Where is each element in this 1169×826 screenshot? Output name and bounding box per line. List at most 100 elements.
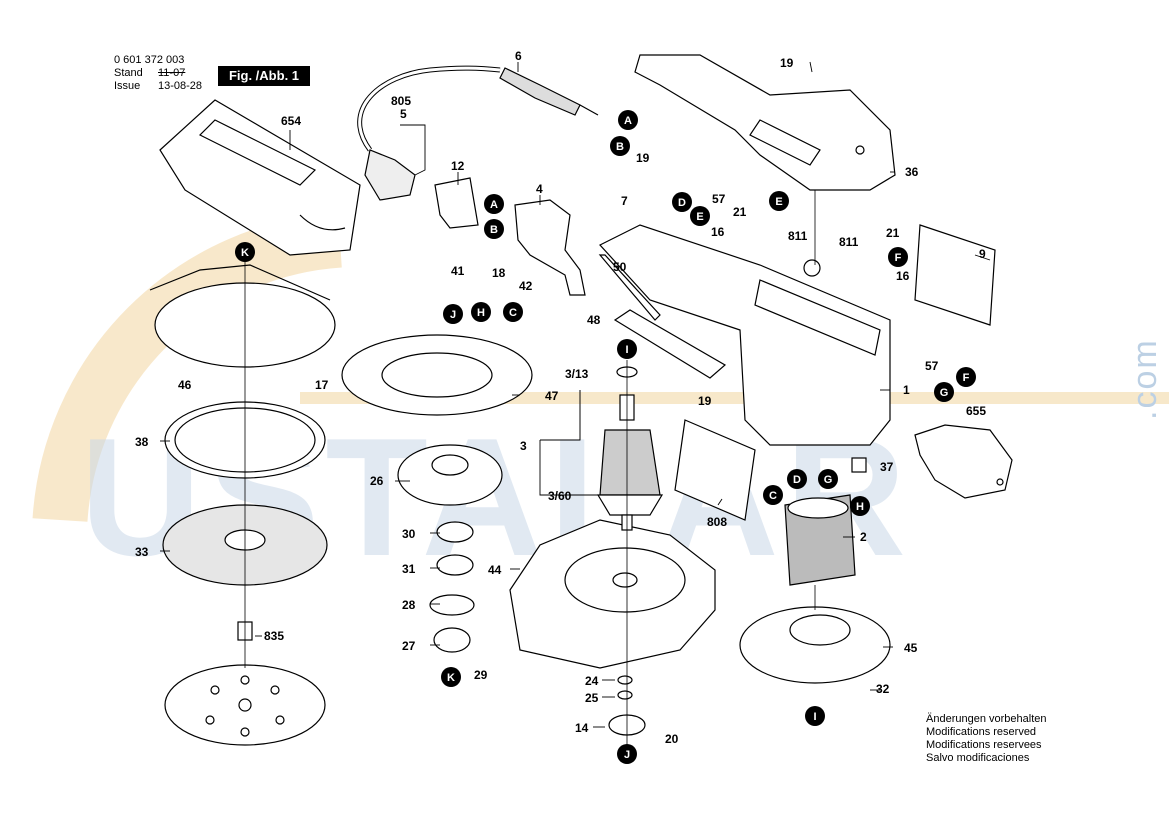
svg-text:G: G <box>824 474 833 486</box>
label-30: 30 <box>402 527 416 541</box>
label-plates <box>434 177 996 521</box>
svg-text:F: F <box>895 252 902 264</box>
modification-notes: Änderungen vorbehalten Modifications res… <box>926 713 1046 765</box>
label-44: 44 <box>488 563 502 577</box>
svg-text:J: J <box>450 309 456 321</box>
label-57-bottom: 57 <box>925 359 939 373</box>
svg-text:C: C <box>769 490 777 502</box>
svg-text:I: I <box>813 711 816 723</box>
label-1: 1 <box>903 383 910 397</box>
svg-text:E: E <box>696 211 703 223</box>
label-16-right: 16 <box>896 269 910 283</box>
watermark-orange-arc <box>32 212 343 523</box>
part-48 <box>613 309 727 379</box>
label-38: 38 <box>135 435 149 449</box>
bearing-30 <box>436 521 474 543</box>
label-9: 9 <box>979 247 986 261</box>
label-37: 37 <box>880 460 894 474</box>
label-655: 655 <box>966 404 986 418</box>
label-42: 42 <box>519 279 533 293</box>
label-19-top: 19 <box>780 56 794 70</box>
label-46: 46 <box>178 378 192 392</box>
note-en: Modifications reserved <box>926 726 1037 738</box>
label-19-mid: 19 <box>636 151 650 165</box>
label-12: 12 <box>451 159 465 173</box>
label-29: 29 <box>474 668 488 682</box>
top-cover <box>634 54 896 191</box>
plate-47 <box>341 334 533 416</box>
svg-text:B: B <box>616 141 624 153</box>
label-4: 4 <box>536 182 543 196</box>
label-835: 835 <box>264 629 284 643</box>
marker-J-bottom: J <box>617 744 637 764</box>
marker-H-switch: H <box>471 302 491 322</box>
label-14: 14 <box>575 721 589 735</box>
marker-B-top: B <box>610 136 630 156</box>
label-48: 48 <box>587 313 601 327</box>
label-19-armature: 19 <box>698 394 712 408</box>
marker-E-right: E <box>769 191 789 211</box>
bearing-31 <box>436 554 474 576</box>
label-17: 17 <box>315 378 329 392</box>
figure-label: Fig. /Abb. 1 <box>218 66 310 86</box>
svg-text:C: C <box>509 307 517 319</box>
marker-K-top: K <box>235 242 255 262</box>
marker-F-right: F <box>956 367 976 387</box>
part-37 <box>851 457 867 473</box>
marker-E-housing: E <box>690 206 710 226</box>
label-3-13: 3/13 <box>565 367 589 381</box>
label-31: 31 <box>402 562 416 576</box>
label-808: 808 <box>707 515 727 529</box>
marker-C-stator: C <box>763 485 783 505</box>
marker-K-bottom: K <box>441 667 461 687</box>
label-57-top: 57 <box>712 192 726 206</box>
label-41: 41 <box>451 264 465 278</box>
marker-D-stator: D <box>787 469 807 489</box>
dust-port <box>914 424 1013 499</box>
marker-B-switch: B <box>484 219 504 239</box>
svg-text:F: F <box>963 372 970 384</box>
label-16-left: 16 <box>711 225 725 239</box>
stand-value: 11-07 <box>158 67 186 79</box>
plate-808 <box>674 419 756 521</box>
label-47: 47 <box>545 389 559 403</box>
label-6: 6 <box>515 49 522 63</box>
connector-markers: A B A B H C D E E F G F K J I D G C H K … <box>235 110 976 764</box>
svg-text:A: A <box>624 115 632 127</box>
note-es: Salvo modificaciones <box>926 752 1030 764</box>
label-45: 45 <box>904 641 918 655</box>
stator <box>784 494 856 586</box>
switch <box>514 199 586 296</box>
svg-text:I: I <box>625 344 628 356</box>
doc-number: 0 601 372 003 <box>114 54 185 66</box>
svg-text:G: G <box>940 387 949 399</box>
marker-G-right: G <box>934 382 954 402</box>
label-7: 7 <box>621 194 628 208</box>
label-18: 18 <box>492 266 506 280</box>
label-24: 24 <box>585 674 599 688</box>
label-50: 50 <box>613 260 627 274</box>
label-21-left: 21 <box>733 205 747 219</box>
label-2: 2 <box>860 530 867 544</box>
svg-text:D: D <box>793 474 801 486</box>
label-33: 33 <box>135 545 149 559</box>
base-44 <box>509 519 716 669</box>
marker-A-switch: A <box>484 194 504 214</box>
label-21-right: 21 <box>886 226 900 240</box>
part-12 <box>434 177 479 229</box>
power-cord <box>357 65 599 201</box>
marker-G-stator: G <box>818 469 838 489</box>
label-32: 32 <box>876 682 890 696</box>
label-811-left: 811 <box>788 229 808 243</box>
label-27: 27 <box>402 639 416 653</box>
label-26: 26 <box>370 474 384 488</box>
plate-9 <box>914 224 996 326</box>
wire-50 <box>598 254 661 321</box>
marker-D-housing: D <box>672 192 692 212</box>
label-805: 805 <box>391 94 411 108</box>
svg-text:J: J <box>624 749 630 761</box>
label-5: 5 <box>400 107 407 121</box>
svg-text:E: E <box>775 196 782 208</box>
armature <box>596 366 664 531</box>
part-labels: 6 805 5 654 12 4 41 18 42 46 17 19 19 7 … <box>135 49 986 746</box>
